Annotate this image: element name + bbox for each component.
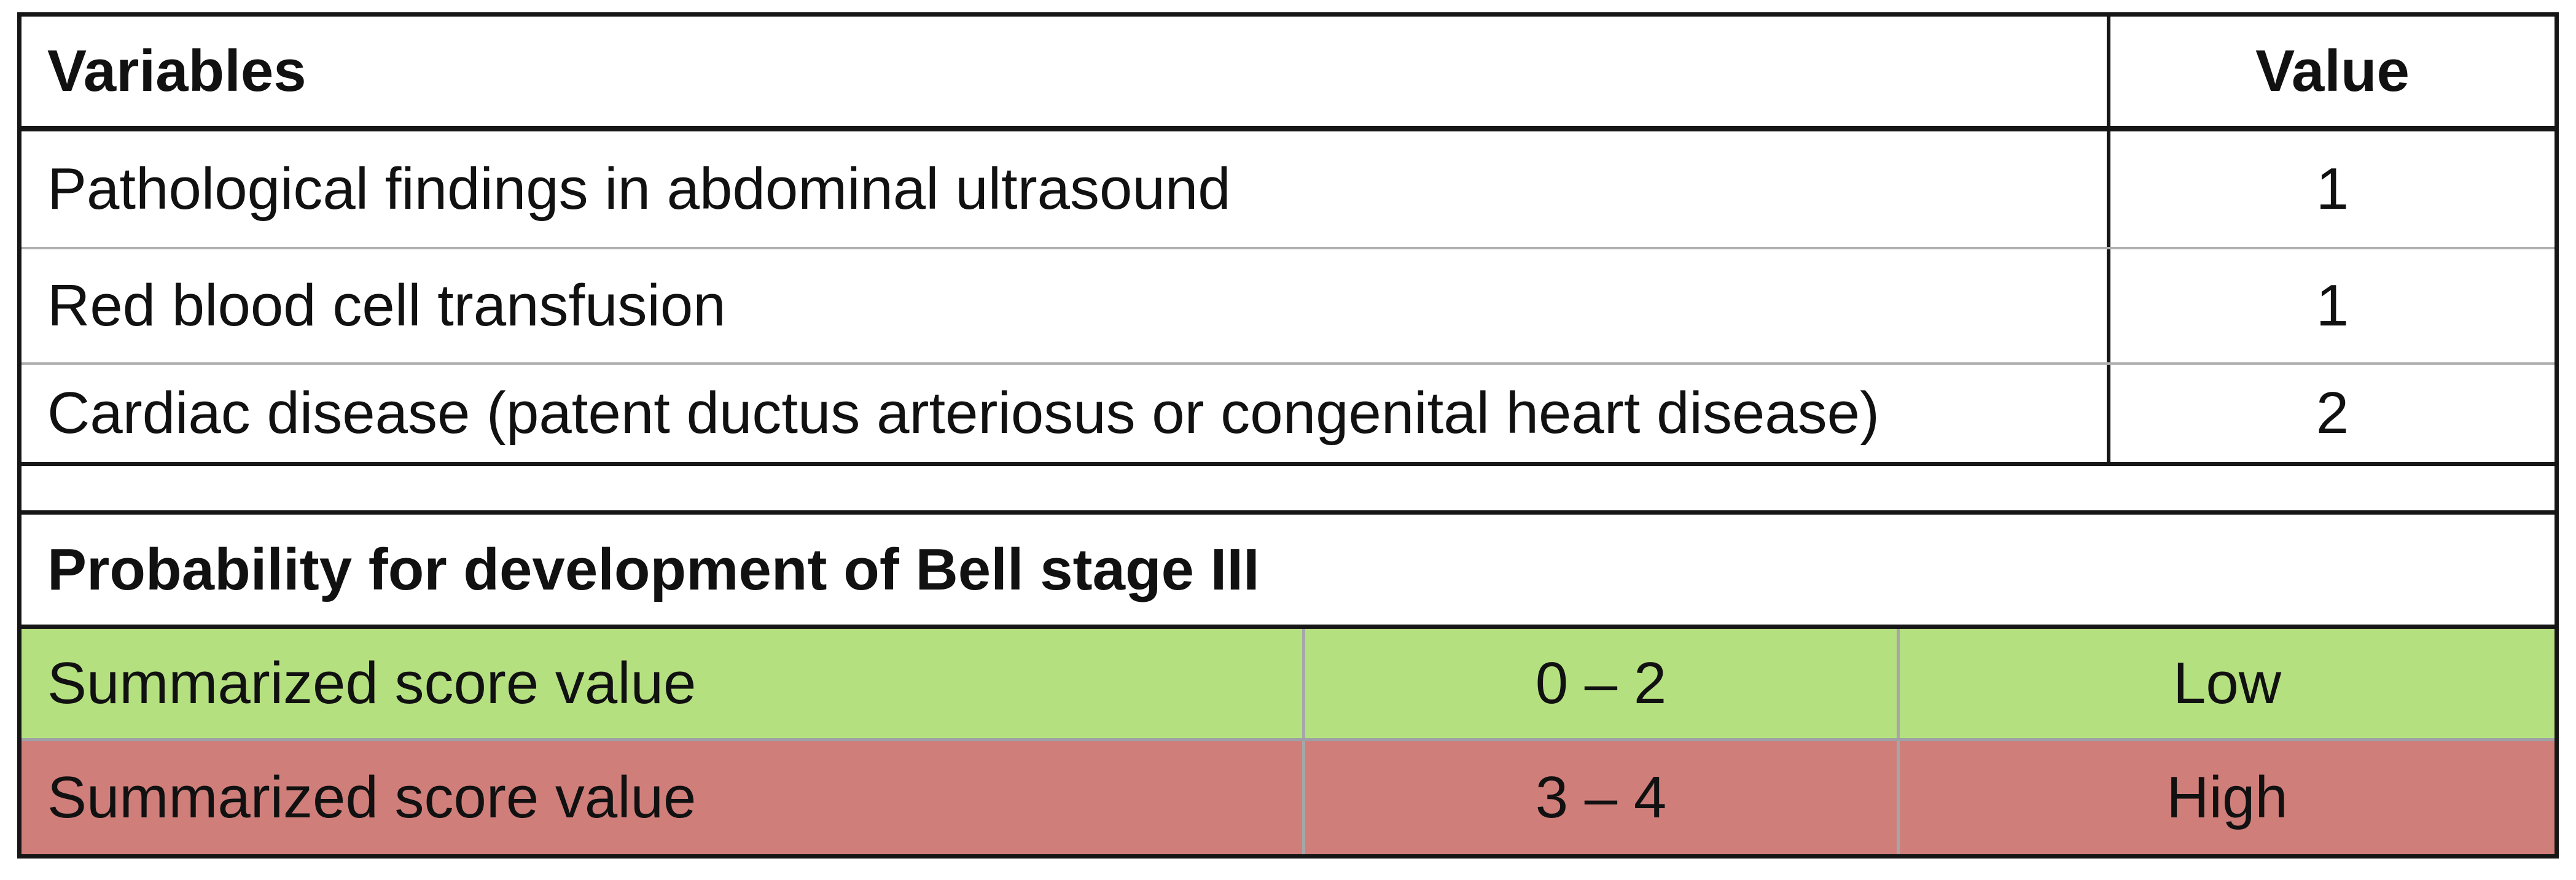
variable-cell: Red blood cell transfusion: [47, 273, 726, 338]
spacer-row: [21, 462, 2555, 510]
value-cell: 1: [2107, 131, 2555, 247]
score-range-cell: 0 – 2: [1302, 629, 1897, 738]
probability-row-low: Summarized score value 0 – 2 Low: [21, 625, 2555, 738]
spacer-cell: [21, 466, 2555, 510]
variable-cell: Cardiac disease (patent ductus arteriosu…: [47, 380, 1879, 446]
value-cell: 1: [2107, 249, 2555, 362]
variable-cell: Pathological findings in abdominal ultra…: [47, 156, 1231, 222]
probability-level-cell: High: [1897, 741, 2555, 854]
variables-column-header: Variables: [47, 38, 306, 104]
probability-heading: Probability for development of Bell stag…: [47, 536, 1260, 602]
table-row-cardiac: Cardiac disease (patent ductus arteriosu…: [21, 362, 2555, 462]
probability-row-high: Summarized score value 3 – 4 High: [21, 738, 2555, 854]
score-range-cell: 3 – 4: [1302, 741, 1897, 854]
score-table-header-row: Variables Value: [21, 17, 2555, 126]
value-column-header: Value: [2107, 17, 2555, 126]
summarized-score-label: Summarized score value: [47, 765, 697, 830]
summarized-score-label: Summarized score value: [47, 650, 697, 716]
probability-heading-row: Probability for development of Bell stag…: [21, 510, 2555, 625]
table-row-transfusion: Red blood cell transfusion 1: [21, 247, 2555, 362]
table-row-ultrasound: Pathological findings in abdominal ultra…: [21, 126, 2555, 247]
probability-level-cell: Low: [1897, 629, 2555, 738]
scoring-table: Variables Value Pathological findings in…: [17, 12, 2559, 859]
value-cell: 2: [2107, 365, 2555, 462]
